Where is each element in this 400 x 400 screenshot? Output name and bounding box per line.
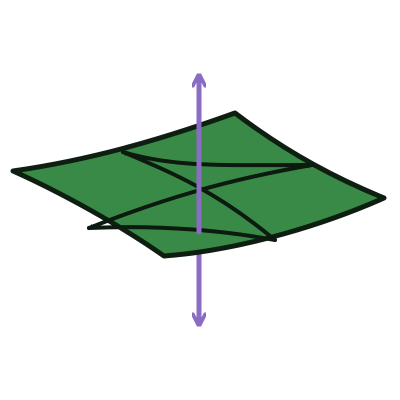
principal-curve-b: [87, 163, 314, 230]
principal-curve-d: [87, 225, 277, 242]
principal-curve-c: [121, 150, 314, 168]
